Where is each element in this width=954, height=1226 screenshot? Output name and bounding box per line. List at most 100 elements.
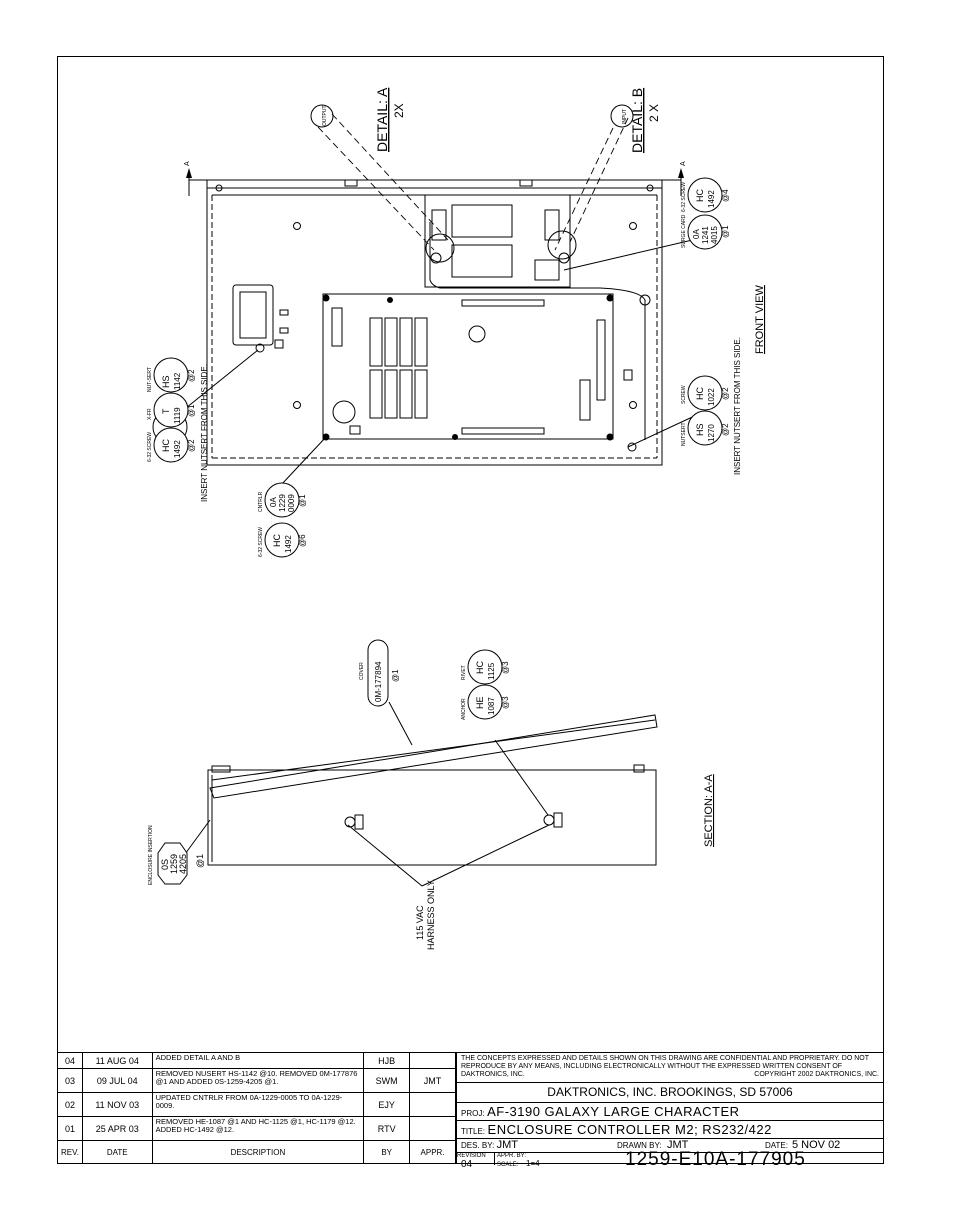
svg-text:1492: 1492	[173, 440, 182, 458]
title-row: TITLE: ENCLOSURE CONTROLLER M2; RS232/42…	[457, 1121, 883, 1139]
svg-text:NUTSERT: NUTSERT	[681, 422, 687, 446]
enclosure-outline	[206, 179, 663, 466]
section-arrow-right: A	[680, 161, 687, 166]
table-header: REV. DATE DESCRIPTION BY APPR.	[57, 1140, 456, 1164]
svg-text:1492: 1492	[707, 190, 716, 208]
svg-text:@1: @1	[195, 854, 205, 868]
detail-a-bubble: OUTPUT	[322, 105, 328, 126]
svg-text:1142: 1142	[173, 372, 182, 390]
approved-by-label: APPR. BY:	[497, 1153, 527, 1159]
callout-hc1022	[687, 375, 723, 411]
callout-enclosure	[157, 842, 188, 885]
svg-text:CNTRLR: CNTRLR	[258, 491, 264, 512]
svg-text:@1: @1	[721, 225, 730, 238]
svg-text:0M-177894: 0M-177894	[374, 661, 383, 702]
project-row: PROJ: AF-3190 GALAXY LARGE CHARACTER	[457, 1103, 883, 1121]
front-view-title: FRONT VIEW	[754, 285, 766, 354]
svg-text:HC: HC	[695, 189, 705, 202]
drawing-number: 1259-E10A-177905	[625, 1149, 806, 1170]
svg-text:0A: 0A	[269, 497, 278, 507]
confidential-notice: THE CONCEPTS EXPRESSED AND DETAILS SHOWN…	[457, 1053, 883, 1083]
svg-text:1125: 1125	[487, 662, 496, 680]
svg-text:@3: @3	[501, 661, 510, 674]
svg-text:X-FR: X-FR	[147, 408, 153, 420]
svg-text:@2: @2	[187, 439, 196, 452]
callout-surge	[687, 214, 723, 250]
svg-text:HC: HC	[272, 534, 282, 547]
svg-text:1492: 1492	[284, 535, 293, 553]
svg-text:HC: HC	[475, 661, 485, 674]
controller-board	[322, 293, 614, 440]
detail-b-scale: 2 X	[647, 104, 661, 122]
svg-text:1119: 1119	[173, 407, 182, 424]
callout-t1119	[153, 392, 189, 428]
revision-value: 04	[461, 1159, 473, 1170]
svg-text:4015: 4015	[710, 226, 719, 244]
section-arrow-left: A	[184, 161, 191, 166]
svg-text:0A: 0A	[692, 229, 701, 239]
svg-text:4205: 4205	[178, 854, 188, 874]
svg-text:0S: 0S	[160, 859, 170, 870]
company-name: DAKTRONICS, INC. BROOKINGS, SD 57006	[457, 1083, 883, 1103]
svg-text:@2: @2	[721, 423, 730, 436]
svg-text:HE: HE	[475, 696, 485, 709]
callout-cntrlr	[264, 482, 300, 518]
callout-hc1492-c	[687, 177, 723, 213]
svg-text:HS: HS	[161, 375, 171, 388]
svg-text:@2: @2	[187, 369, 196, 382]
svg-text:6-32 SCREW: 6-32 SCREW	[147, 432, 153, 462]
svg-text:@4: @4	[721, 189, 730, 202]
detail-a-title: DETAIL: A	[374, 87, 390, 152]
svg-text:@3: @3	[501, 696, 510, 709]
svg-text:@2: @2	[721, 387, 730, 400]
svg-text:ANCHOR: ANCHOR	[461, 698, 467, 720]
callout-he1087	[467, 684, 503, 720]
svg-text:6-32 SCREW: 6-32 SCREW	[681, 182, 687, 212]
revision-table: 04 11 AUG 04 ADDED DETAIL A AND B HJB 03…	[57, 1051, 456, 1164]
svg-text:COVER: COVER	[359, 662, 365, 680]
callout-hc1492-a	[153, 427, 189, 463]
svg-text:@6: @6	[298, 534, 307, 547]
svg-text:SURGE CARD: SURGE CARD	[681, 214, 687, 248]
svg-text:@1: @1	[298, 494, 307, 507]
revision-cell: REVISION	[457, 1153, 495, 1165]
svg-text:0009: 0009	[287, 494, 296, 512]
svg-text:HC: HC	[161, 439, 171, 452]
svg-text:SCREW: SCREW	[681, 385, 687, 404]
callout-hc1492-b	[264, 522, 300, 558]
svg-text:T: T	[161, 408, 171, 414]
table-row: 02 11 NOV 03 UPDATED CNTRLR FROM 0A-1229…	[57, 1092, 456, 1118]
svg-text:1229: 1229	[278, 494, 287, 512]
front-view	[188, 178, 682, 466]
svg-text:NUT-SERT: NUT-SERT	[147, 367, 153, 392]
note-nutsert-right: INSERT NUTSERT FROM THIS SIDE.	[733, 337, 742, 475]
callout-hs1142	[153, 357, 189, 393]
table-row: 01 25 APR 03 REMOVED HE-1087 @1 AND HC-1…	[57, 1116, 456, 1141]
title-block: THE CONCEPTS EXPRESSED AND DETAILS SHOWN…	[456, 1052, 884, 1170]
scale-label: SCALE: 1=4	[497, 1159, 540, 1168]
table-row: 03 09 JUL 04 REMOVED NUSERT HS-1142 @10.…	[57, 1068, 456, 1094]
svg-text:HC: HC	[695, 387, 705, 400]
section-title: SECTION: A-A	[703, 774, 715, 847]
svg-text:@1: @1	[391, 669, 400, 682]
detail-b-title: DETAIL: B	[629, 88, 645, 153]
svg-text:1022: 1022	[707, 388, 716, 406]
table-row: 04 11 AUG 04 ADDED DETAIL A AND B HJB	[57, 1051, 456, 1070]
note-harness-2: HARNESS ONLY.	[426, 879, 436, 950]
detail-b-bubble: INPUT	[622, 109, 628, 124]
note-nutsert-left: INSERT NUTSERT FROM THIS SIDE.	[200, 364, 209, 502]
svg-text:1270: 1270	[707, 424, 716, 442]
svg-text:HS: HS	[695, 423, 705, 436]
svg-text:1087: 1087	[487, 697, 496, 715]
detail-a-scale: 2X	[392, 103, 406, 118]
svg-text:1259: 1259	[169, 854, 179, 874]
svg-text:ENCLOSURE INSERTION: ENCLOSURE INSERTION	[148, 825, 154, 885]
svg-text:RIVET: RIVET	[461, 665, 467, 680]
callout-hc1125	[467, 649, 503, 685]
callout-hs1270	[687, 410, 723, 446]
section-view	[207, 714, 658, 866]
svg-text:6-32 SCREW: 6-32 SCREW	[258, 527, 264, 557]
design-row: DES. BY: JMT DRAWN BY: JMT DATE: 5 NOV 0…	[457, 1139, 883, 1153]
note-harness-1: 115 VAC	[415, 905, 425, 940]
